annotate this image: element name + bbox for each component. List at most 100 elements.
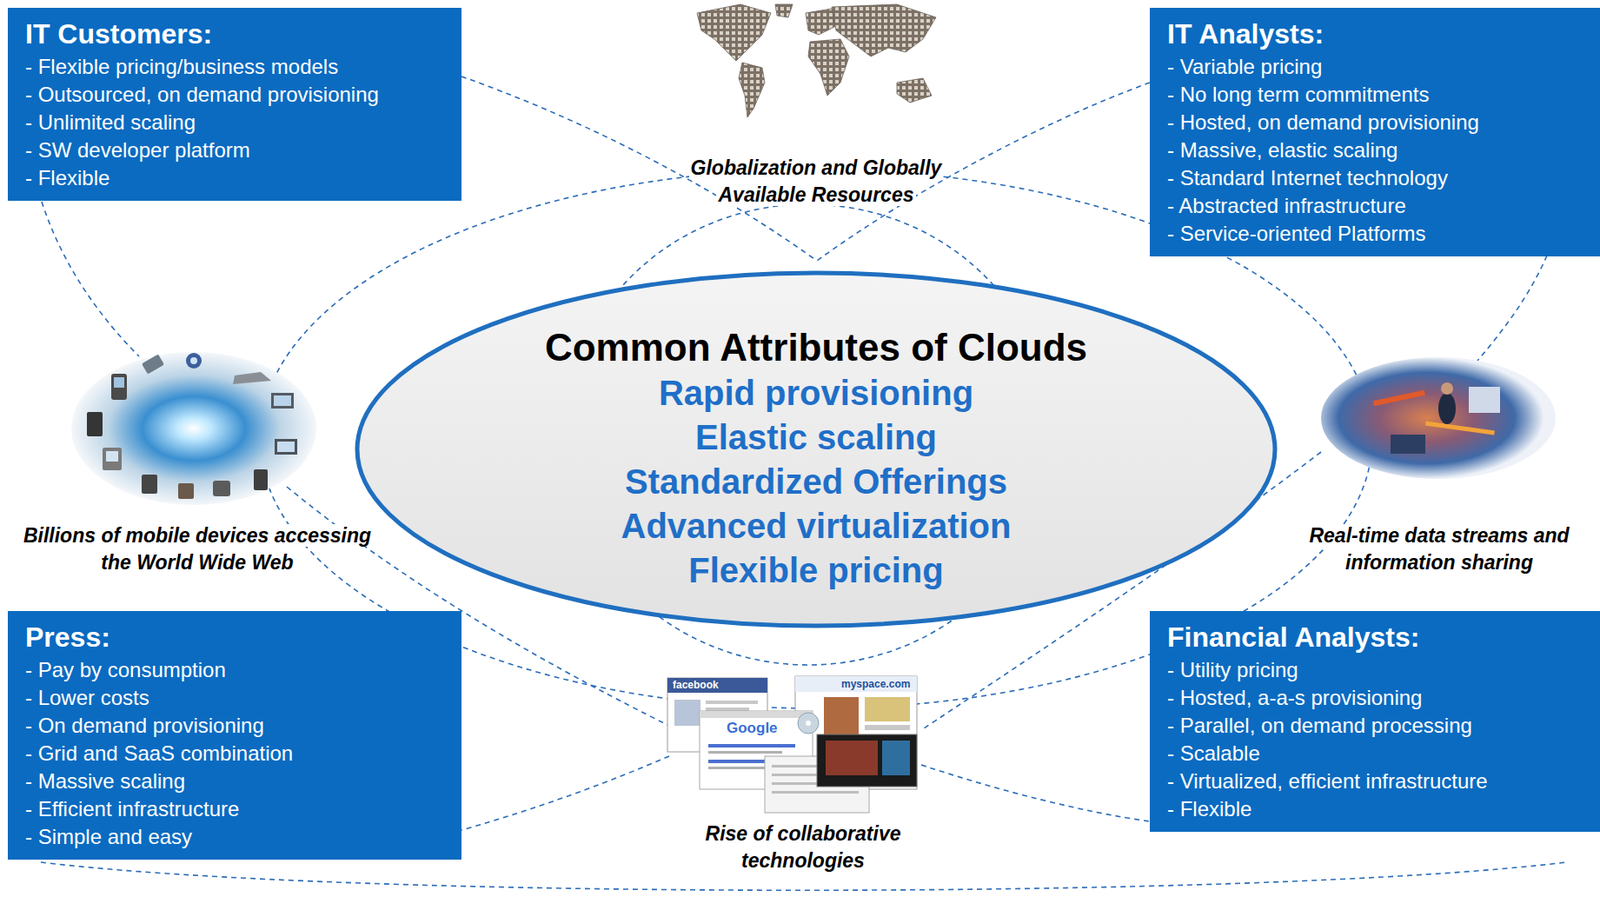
decor-shape bbox=[253, 469, 268, 491]
decor-shape bbox=[106, 451, 119, 462]
decor-shape bbox=[771, 790, 859, 794]
box-item: - Unlimited scaling bbox=[25, 108, 450, 137]
ellipse-shape bbox=[357, 272, 1275, 626]
decor-shape bbox=[805, 720, 811, 726]
box-item: Elastic scaling bbox=[695, 415, 937, 460]
box-item: - Massive, elastic scaling bbox=[1167, 136, 1588, 165]
box-item: - Efficient infrastructure bbox=[25, 795, 450, 824]
screenshot-label: myspace.com bbox=[841, 677, 910, 691]
box-item: - Simple and easy bbox=[25, 823, 450, 851]
decor-shape bbox=[795, 676, 917, 692]
decor-shape bbox=[896, 78, 932, 103]
decor-shape bbox=[697, 4, 771, 61]
stakeholder-box: IT Analysts:- Variable pricing- No long … bbox=[1149, 7, 1600, 257]
box-item: - SW developer platform bbox=[25, 136, 450, 165]
decor-shape bbox=[864, 724, 910, 731]
decor-shape bbox=[41, 201, 140, 357]
box-item: - No long term commitments bbox=[1167, 80, 1588, 109]
decor-shape bbox=[113, 377, 125, 388]
decor-shape bbox=[141, 474, 158, 494]
decor-shape bbox=[1390, 434, 1426, 454]
box-item: - Abstracted infrastructure bbox=[1167, 192, 1588, 220]
box-item: - Scalable bbox=[1167, 739, 1588, 768]
decor-shape bbox=[277, 441, 295, 452]
box-heading: IT Customers: bbox=[25, 14, 450, 54]
decor-shape bbox=[1440, 382, 1454, 395]
box-item: - Flexible pricing/business models bbox=[25, 53, 450, 81]
decor-shape bbox=[102, 447, 122, 471]
decor-shape bbox=[699, 710, 813, 718]
box-item: Advanced virtualization bbox=[621, 504, 1012, 549]
box-item: - Utility pricing bbox=[1167, 656, 1588, 684]
box-item: - Flexible bbox=[25, 164, 450, 193]
box-item: - Massive scaling bbox=[25, 767, 450, 796]
decor-shape bbox=[825, 740, 878, 776]
decor-shape bbox=[271, 392, 294, 409]
decor-shape bbox=[273, 395, 292, 406]
caption-text: Rise of collaborative technologies bbox=[703, 822, 903, 872]
decor-shape bbox=[274, 438, 298, 455]
decor-shape bbox=[805, 8, 837, 35]
decor-shape bbox=[705, 707, 750, 711]
box-item: Flexible pricing bbox=[688, 548, 943, 593]
box-item: - Variable pricing bbox=[1167, 53, 1588, 81]
decor-shape bbox=[705, 700, 758, 704]
world-map bbox=[697, 4, 937, 118]
decor-shape bbox=[212, 480, 231, 497]
mobile-devices-picture bbox=[71, 351, 317, 505]
label-text: facebook bbox=[672, 678, 719, 691]
caption-text: Billions of mobile devices accessing the… bbox=[21, 524, 373, 574]
box-item: - Parallel, on demand processing bbox=[1167, 711, 1588, 740]
attributes-ellipse: Common Attributes of CloudsRapid provisi… bbox=[354, 270, 1278, 629]
label-text: Google bbox=[726, 719, 778, 737]
decor-shape bbox=[461, 756, 670, 830]
box-item: - Hosted, a-a-s provisioning bbox=[1167, 683, 1588, 712]
box-item: - Flexible bbox=[1167, 795, 1588, 824]
screenshot-label: Google bbox=[726, 719, 778, 737]
decor-shape bbox=[111, 373, 127, 400]
decor-shape bbox=[185, 352, 202, 369]
picture-caption: Real-time data streams and information s… bbox=[1284, 522, 1594, 577]
label-text: myspace.com bbox=[841, 677, 910, 691]
decor-shape bbox=[882, 740, 910, 776]
box-heading: Common Attributes of Clouds bbox=[544, 324, 1088, 372]
decor-shape bbox=[708, 743, 796, 748]
decor-shape bbox=[797, 712, 819, 734]
decor-shape bbox=[1468, 386, 1501, 413]
stakeholder-box: Financial Analysts:- Utility pricing- Ho… bbox=[1149, 610, 1600, 832]
decor-shape bbox=[667, 677, 768, 693]
decor-shape bbox=[738, 62, 765, 118]
decor-shape bbox=[831, 4, 937, 57]
decor-shape bbox=[1438, 392, 1456, 425]
box-item: - On demand provisioning bbox=[25, 711, 450, 740]
decor-shape bbox=[86, 411, 103, 437]
decor-shape bbox=[864, 697, 910, 722]
box-item: Standardized Offerings bbox=[624, 459, 1008, 505]
decor-shape bbox=[141, 353, 165, 374]
box-item: - Service-oriented Platforms bbox=[1167, 219, 1588, 248]
box-heading: IT Analysts: bbox=[1167, 14, 1588, 54]
decor-shape bbox=[775, 4, 793, 18]
decor-shape bbox=[178, 483, 194, 499]
decor-shape bbox=[921, 764, 1150, 822]
box-item: Rapid provisioning bbox=[658, 371, 974, 416]
screenshot-label: facebook bbox=[672, 678, 719, 692]
decor-shape bbox=[1321, 357, 1556, 479]
box-item: - Outsourced, on demand provisioning bbox=[25, 80, 450, 109]
caption-text: Globalization and Globally Available Res… bbox=[689, 156, 944, 206]
decor-shape bbox=[808, 39, 850, 96]
box-heading: Financial Analysts: bbox=[1167, 617, 1588, 657]
collaboration-picture bbox=[667, 676, 917, 813]
box-heading: Press: bbox=[25, 617, 450, 657]
picture-caption: Billions of mobile devices accessing the… bbox=[19, 522, 376, 577]
box-item: - Virtualized, efficient infrastructure bbox=[1167, 767, 1588, 796]
decor-shape bbox=[674, 699, 701, 726]
decor-shape bbox=[708, 750, 783, 754]
decor-shape bbox=[71, 351, 317, 505]
box-item: - Grid and SaaS combination bbox=[25, 739, 450, 768]
stakeholder-box: IT Customers:- Flexible pricing/business… bbox=[7, 7, 462, 201]
decor-shape bbox=[816, 734, 917, 787]
decor-shape bbox=[190, 357, 198, 365]
box-item: - Pay by consumption bbox=[25, 656, 450, 684]
